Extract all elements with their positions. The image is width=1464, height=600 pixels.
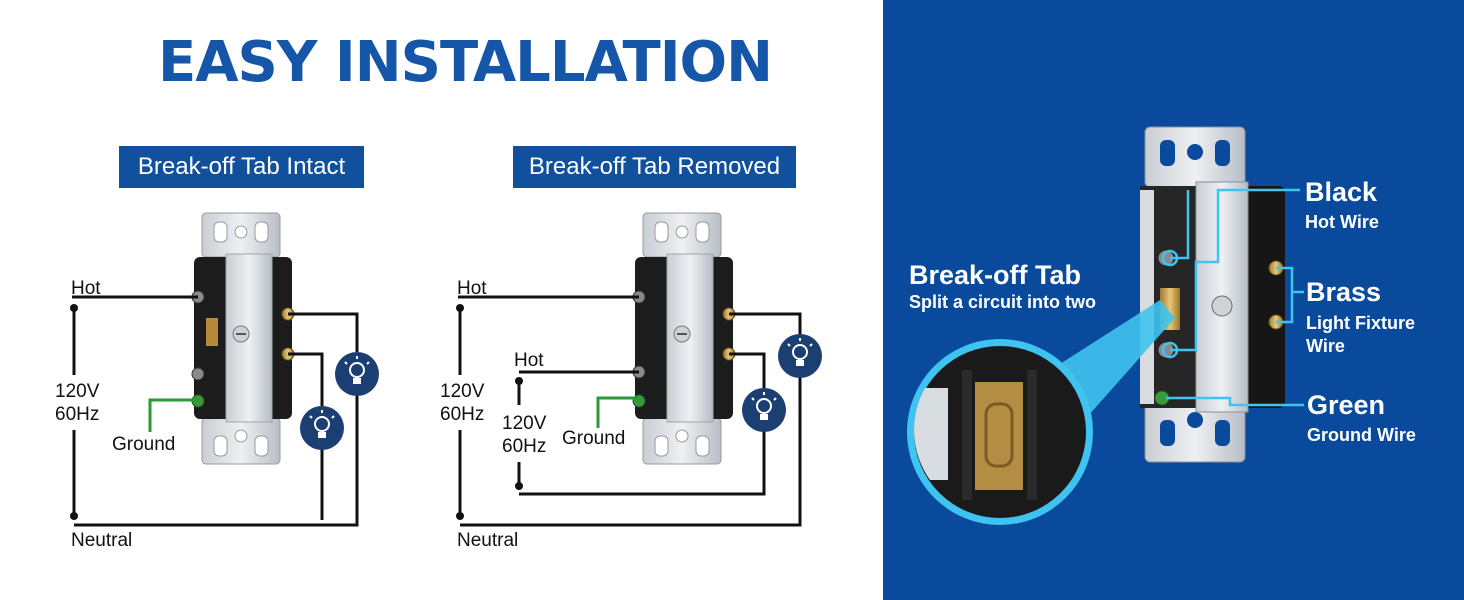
wiring-diagrams-panel <box>0 0 883 600</box>
product-switch <box>1140 126 1285 463</box>
ground-label-intact: Ground <box>112 434 176 455</box>
voltage-label-removed: 120V <box>440 381 485 402</box>
black-wire-title: Black <box>1305 177 1378 207</box>
break-off-tab-title: Break-off Tab <box>909 260 1082 290</box>
brass-wire-desc-1: Light Fixture <box>1306 313 1415 333</box>
wiring-removed <box>458 295 802 527</box>
brass-wire-title: Brass <box>1306 277 1382 307</box>
light-bulb-icon <box>335 352 379 396</box>
magnified-tab-view <box>907 339 1093 525</box>
page-title: EASY INSTALLATION <box>157 30 773 95</box>
light-bulb-icon <box>742 388 786 432</box>
voltage2-label-removed: 120V <box>502 413 547 434</box>
green-wire-desc: Ground Wire <box>1307 425 1416 445</box>
voltage-label-intact: 120V <box>55 381 100 402</box>
hot2-label-removed: Hot <box>514 350 544 371</box>
neutral-label-intact: Neutral <box>71 530 133 551</box>
label-tab-removed: Break-off Tab Removed <box>513 146 796 188</box>
ground-label-removed: Ground <box>562 428 626 449</box>
frequency-label-removed: 60Hz <box>440 404 485 425</box>
light-bulb-icon <box>300 406 344 450</box>
light-bulb-icon <box>778 334 822 378</box>
switch-removed <box>632 212 736 465</box>
brass-wire-desc-2: Wire <box>1306 336 1345 356</box>
label-tab-intact: Break-off Tab Intact <box>119 146 364 188</box>
break-off-tab-desc: Split a circuit into two <box>909 292 1097 312</box>
hot-label-intact: Hot <box>71 278 101 299</box>
neutral-label-removed: Neutral <box>457 530 519 551</box>
switch-intact <box>191 212 295 465</box>
frequency-label-intact: 60Hz <box>55 404 100 425</box>
green-wire-title: Green <box>1307 390 1386 420</box>
wiring-intact <box>72 295 359 527</box>
frequency2-label-removed: 60Hz <box>502 436 547 457</box>
callout-lines <box>1166 188 1304 407</box>
black-wire-desc: Hot Wire <box>1305 212 1379 232</box>
hot-label-removed: Hot <box>457 278 487 299</box>
